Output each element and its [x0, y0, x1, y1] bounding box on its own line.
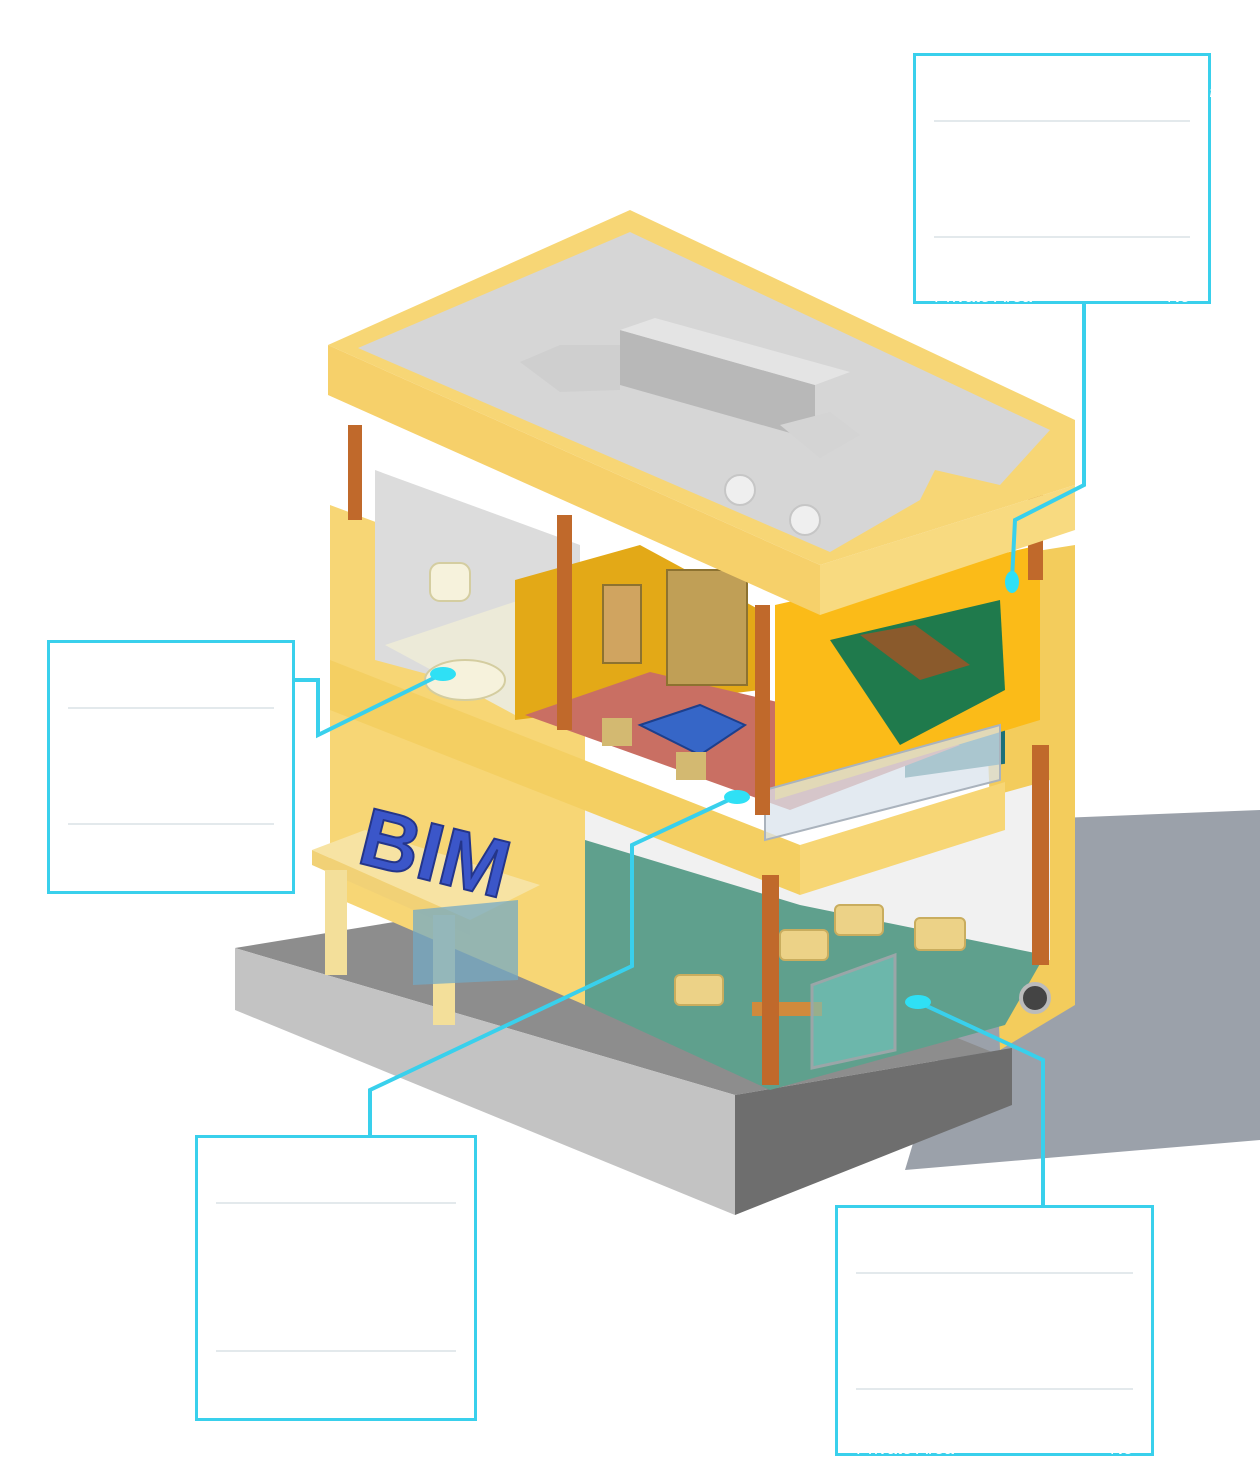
column	[1032, 745, 1049, 965]
ground-slab-left	[235, 948, 735, 1215]
glass-door	[810, 952, 897, 1070]
middle-slab-left	[330, 660, 800, 895]
divider	[68, 823, 274, 825]
waiting-room-floor	[585, 840, 1045, 1090]
canopy-top	[312, 830, 540, 920]
roof-right-face	[820, 485, 1075, 615]
toilet	[429, 562, 471, 602]
column	[762, 875, 779, 1085]
canopy-post	[325, 870, 347, 975]
divider	[934, 236, 1190, 238]
ground-slab-right	[735, 1048, 1012, 1215]
hvac-unit	[520, 318, 860, 458]
closet	[666, 569, 748, 686]
divider	[856, 1388, 1133, 1390]
nightstand	[676, 752, 706, 780]
divider	[934, 120, 1190, 122]
meeting-table	[860, 625, 970, 680]
divider	[216, 1350, 456, 1352]
callout-leaders	[295, 304, 1086, 1205]
waiting-room-title: Waiting room 92ft2	[856, 1223, 1107, 1256]
column	[348, 425, 362, 520]
divider	[856, 1272, 1133, 1274]
glass-balcony	[764, 723, 1001, 842]
entrance-glass	[413, 900, 518, 985]
bedroom-door	[602, 584, 642, 664]
roof-vent	[724, 474, 756, 506]
roof-left-face	[328, 345, 820, 615]
pipe-opening	[1019, 982, 1051, 1014]
callout-anchors	[430, 571, 1019, 1009]
area-unit: ft2	[173, 671, 189, 687]
column	[557, 515, 572, 730]
divider	[68, 707, 274, 709]
middle-slab-right	[800, 782, 1005, 895]
area-unit: ft2	[1209, 84, 1226, 100]
divider	[216, 1202, 456, 1204]
roof-vent	[789, 504, 821, 536]
column	[755, 605, 770, 815]
nightstand	[602, 718, 632, 746]
area-unit: ft2	[381, 1166, 398, 1182]
bed	[637, 703, 748, 757]
waiting-room-couches	[674, 904, 966, 1006]
